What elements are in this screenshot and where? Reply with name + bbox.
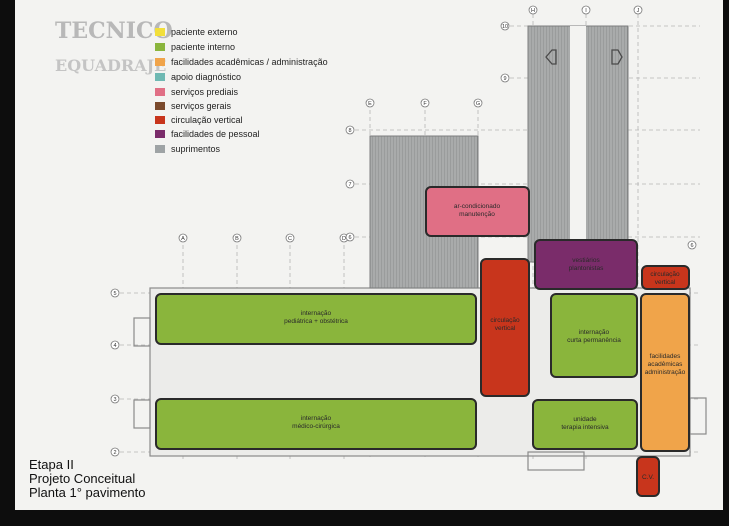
plan-page: TECNICO EQUADRAJE paciente externo pacie… [15, 0, 723, 510]
arrow-left-icon [545, 49, 557, 65]
label-fac-academicas-1: facilidades [650, 353, 681, 360]
grid-marker-F: F [423, 101, 427, 107]
room-internacao-curta [550, 293, 638, 378]
label-circ-large-2: vertical [495, 325, 516, 332]
grid-marker-I: I [585, 8, 587, 14]
grid-marker-5: 5 [113, 291, 116, 297]
label-vestiarios-2: plantonistas [569, 265, 604, 272]
grid-marker-6: 6 [348, 235, 351, 241]
legend-item: paciente interno [155, 40, 235, 53]
grid-marker-10: 10 [502, 24, 508, 30]
title-line-3: Planta 1° pavimento [29, 485, 146, 500]
floor-plan: ar-condicionado manutenção vestiários pl… [110, 5, 707, 497]
room-circulacao-vertical-small [641, 265, 690, 290]
title-line-1: Etapa II [29, 457, 74, 472]
grid-marker-7: 7 [348, 182, 351, 188]
legend-label: suprimentos [171, 143, 221, 154]
room-facilidades-academicas [640, 293, 690, 452]
legend-swatch [155, 27, 165, 36]
label-internacao-ped-2: pediátrica + obstétrica [284, 318, 348, 325]
legend-swatch [155, 87, 165, 96]
legend-label: apoio diagnóstico [171, 71, 242, 82]
label-internacao-curta-1: internação [579, 329, 610, 336]
legend-swatch [155, 144, 165, 153]
room-internacao-pediatrica [155, 293, 477, 345]
room-uti [532, 399, 638, 450]
label-uti-2: terapia intensiva [561, 424, 609, 431]
suprimentos-areas [369, 25, 629, 289]
legend-item: serviços prediais [155, 85, 238, 98]
label-circ-large-1: circulação [490, 317, 520, 324]
label-internacao-med-2: médico-cirúrgica [292, 423, 340, 430]
legend-item: serviços gerais [155, 99, 231, 112]
grid-marker-4: 4 [113, 343, 116, 349]
legend-label: serviços gerais [171, 100, 232, 111]
legend-swatch [155, 42, 165, 51]
legend-label: paciente interno [171, 41, 236, 52]
background-text-1: TECNICO [55, 18, 173, 44]
background-text-2: EQUADRAJE [55, 56, 167, 75]
legend-item: facilidades de pessoal [155, 127, 260, 140]
grid-marker-6-right: 6 [690, 243, 693, 249]
legend-label: facilidades de pessoal [171, 128, 260, 139]
room-internacao-medica [155, 398, 477, 450]
label-internacao-med-1: internação [301, 415, 332, 422]
grid-marker-C: C [288, 236, 292, 242]
label-fac-academicas-3: administração [645, 369, 686, 376]
row-markers: 2 3 4 5 6 7 8 9 10 6 [110, 21, 697, 457]
grid-marker-E: E [368, 101, 372, 107]
grid-marker-2: 2 [113, 450, 116, 456]
legend-label: facilidades acadêmicas / administração [171, 56, 328, 67]
label-uti-1: unidade [573, 416, 597, 423]
grid-marker-A: A [181, 236, 185, 242]
arrow-icons [545, 49, 623, 65]
room-vestiarios [534, 239, 638, 290]
legend-item: facilidades acadêmicas / administração [155, 55, 328, 68]
room-circulacao-vertical-large [480, 258, 530, 397]
label-internacao-curta-2: curta permanência [567, 337, 621, 344]
column-markers: A B C D E F G H I J [178, 5, 643, 243]
arrow-right-icon [611, 49, 623, 65]
grid-marker-3: 3 [113, 397, 116, 403]
legend-label: paciente externo [171, 26, 238, 37]
label-fac-academicas-2: acadêmicas [648, 361, 683, 368]
legend-label: circulação vertical [171, 114, 243, 125]
legend-item: suprimentos [155, 142, 220, 155]
legend-swatch [155, 129, 165, 138]
label-vestiarios-1: vestiários [572, 257, 600, 264]
legend-item: apoio diagnóstico [155, 70, 241, 83]
legend-swatch [155, 72, 165, 81]
grid-marker-D: D [342, 236, 346, 242]
label-circ-small-1: circulação [650, 271, 680, 278]
legend-item: circulação vertical [155, 113, 243, 126]
room-cv [636, 456, 660, 497]
grid-marker-G: G [476, 101, 480, 107]
legend-label: serviços prediais [171, 86, 239, 97]
label-ar-condicionado-2: manutenção [459, 211, 495, 218]
room-ar-condicionado [425, 186, 530, 237]
grid-marker-9: 9 [503, 76, 506, 82]
legend-swatch [155, 101, 165, 110]
title-line-2: Projeto Conceitual [29, 471, 136, 486]
grid-marker-8: 8 [348, 128, 351, 134]
legend-swatch [155, 57, 165, 66]
label-circ-small-2: vertical [655, 279, 676, 286]
grid-marker-H: H [531, 8, 535, 14]
grid-marker-J: J [637, 8, 640, 14]
grid-marker-B: B [235, 236, 239, 242]
legend-item: paciente externo [155, 25, 238, 38]
label-cv: C.V. [642, 474, 654, 481]
legend-swatch [155, 115, 165, 124]
label-internacao-ped-1: internação [301, 310, 332, 317]
label-ar-condicionado-1: ar-condicionado [454, 203, 501, 210]
